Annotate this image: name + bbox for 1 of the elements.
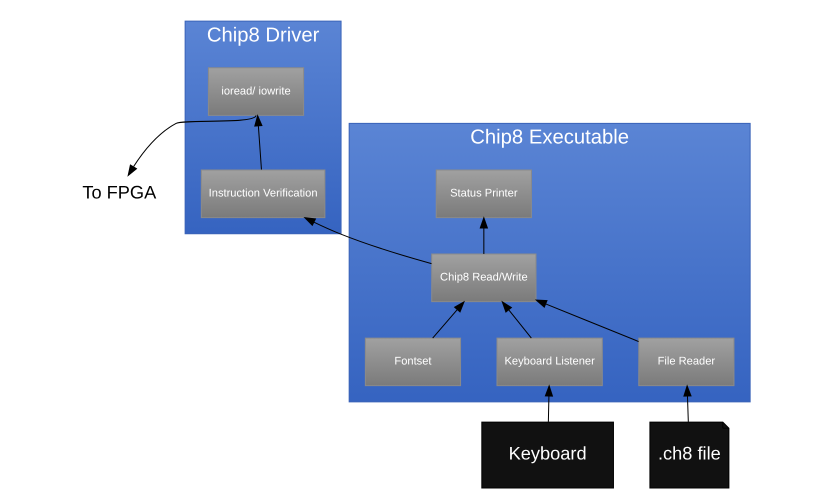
node-text: To FPGA (82, 182, 156, 202)
